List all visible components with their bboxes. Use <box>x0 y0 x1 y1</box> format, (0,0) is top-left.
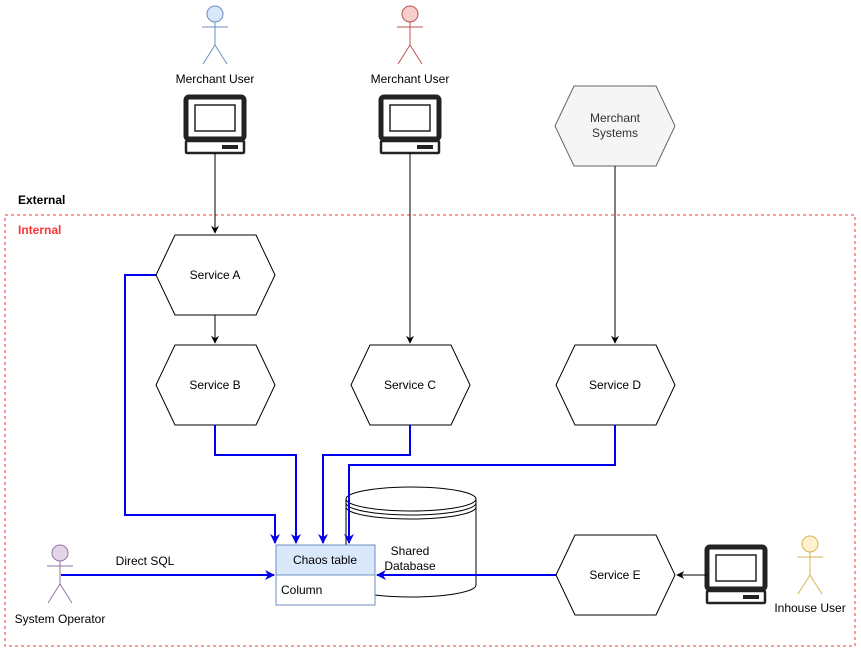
service-a-node <box>155 234 276 316</box>
merchant-systems-label-line1: Merchant <box>590 111 641 125</box>
chaos-table-column-row: Column <box>281 583 322 597</box>
service-b-node <box>155 344 276 426</box>
merchant-user-actor-2 <box>397 5 423 65</box>
shared-database-label-line1: Shared <box>391 544 430 558</box>
service-e-node <box>555 534 676 616</box>
direct-sql-label: Direct SQL <box>116 554 175 568</box>
edge-service-d-to-chaos-table <box>344 425 616 544</box>
system-operator-actor <box>47 544 73 604</box>
merchant-systems-label-line2: Systems <box>592 126 638 140</box>
shared-database-label-line2: Database <box>384 559 436 573</box>
merchant-systems-node <box>554 85 676 167</box>
merchant-user-2-label: Merchant User <box>371 72 450 86</box>
service-d-label: Service D <box>589 378 641 392</box>
external-zone-label: External <box>18 193 65 207</box>
edge-service-a-to-chaos-table <box>124 274 280 544</box>
chaos-table-header: Chaos table <box>293 553 357 567</box>
inhouse-user-actor <box>797 535 823 595</box>
inhouse-user-label: Inhouse User <box>774 601 845 615</box>
terminal-icon <box>704 544 768 605</box>
service-c-label: Service C <box>384 378 436 392</box>
service-d-node <box>555 344 676 426</box>
terminal-icon <box>378 94 442 155</box>
system-operator-label: System Operator <box>15 612 106 626</box>
service-c-node <box>350 344 471 426</box>
merchant-user-actor-1 <box>202 5 228 65</box>
chaos-table <box>275 544 376 606</box>
internal-zone-boundary <box>4 214 856 647</box>
service-e-label: Service E <box>589 568 640 582</box>
edge-service-c-to-chaos-table <box>318 425 411 544</box>
terminal-icon <box>183 94 247 155</box>
merchant-user-1-label: Merchant User <box>176 72 255 86</box>
service-a-label: Service A <box>190 268 241 282</box>
internal-zone-label: Internal <box>18 223 61 237</box>
database-access-edges <box>61 274 616 580</box>
service-b-label: Service B <box>189 378 240 392</box>
edge-service-b-to-chaos-table <box>214 425 301 544</box>
